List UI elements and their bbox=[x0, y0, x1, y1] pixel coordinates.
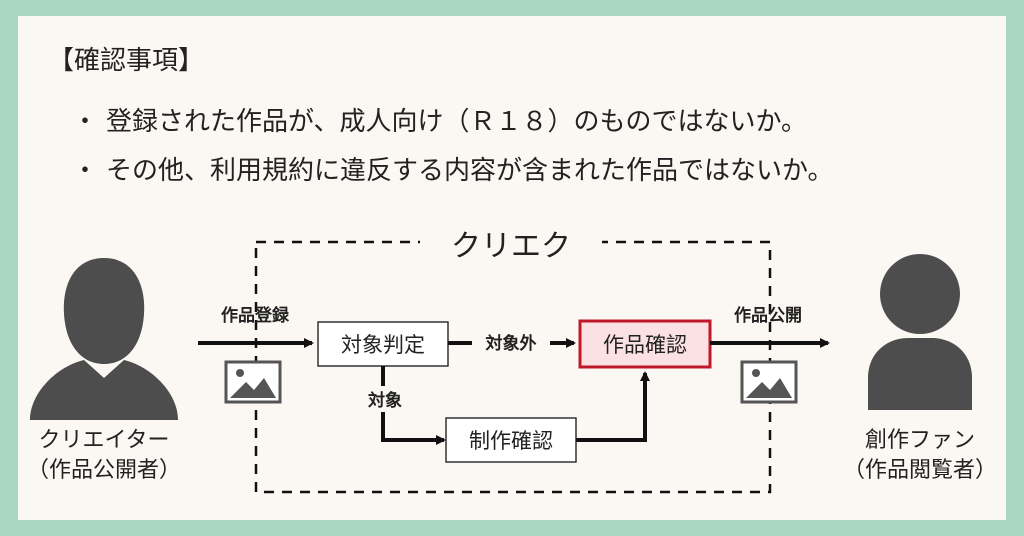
out-of-scope-label-bg bbox=[472, 328, 550, 358]
register-label: 作品登録 bbox=[221, 305, 290, 326]
checklist-item-2: ・その他、利用規約に違反する内容が含まれた作品ではないか。 bbox=[72, 150, 833, 187]
creator-role-label: （作品公開者） bbox=[27, 458, 181, 483]
fan-person-icon bbox=[868, 254, 972, 410]
publish-label: 作品公開 bbox=[734, 305, 802, 326]
image-icon bbox=[224, 360, 282, 404]
fan-role-label: （作品閲覧者） bbox=[843, 458, 997, 483]
image-icon bbox=[740, 360, 798, 404]
service-label: クリエク bbox=[451, 229, 571, 264]
checklist-item-1: ・登録された作品が、成人向け（Ｒ１８）のものではないか。 bbox=[72, 101, 807, 138]
confirm-node bbox=[578, 319, 712, 369]
production-to-confirm-arrow bbox=[576, 371, 650, 442]
confirm-node-label: 作品確認 bbox=[603, 333, 687, 357]
target-label: 対象 bbox=[367, 390, 402, 411]
service-label-bg bbox=[420, 222, 602, 262]
creator-person-icon bbox=[30, 258, 178, 420]
checklist-item-2-text: その他、利用規約に違反する内容が含まれた作品ではないか。 bbox=[106, 156, 834, 186]
checklist-item-1-text: 登録された作品が、成人向け（Ｒ１８）のものではないか。 bbox=[106, 107, 807, 137]
production-node-label: 制作確認 bbox=[469, 429, 553, 453]
judge-node-label: 対象判定 bbox=[341, 333, 425, 357]
checklist-heading: 【確認事項】 bbox=[48, 46, 205, 76]
creator-label: クリエイター bbox=[38, 428, 169, 453]
fan-label: 創作ファン bbox=[865, 428, 975, 453]
bullet-marker: ・ bbox=[72, 156, 99, 186]
bullet-marker: ・ bbox=[72, 107, 99, 137]
out-of-scope-label: 対象外 bbox=[485, 333, 537, 354]
target-label-bg bbox=[360, 386, 410, 412]
production-node bbox=[445, 417, 577, 463]
